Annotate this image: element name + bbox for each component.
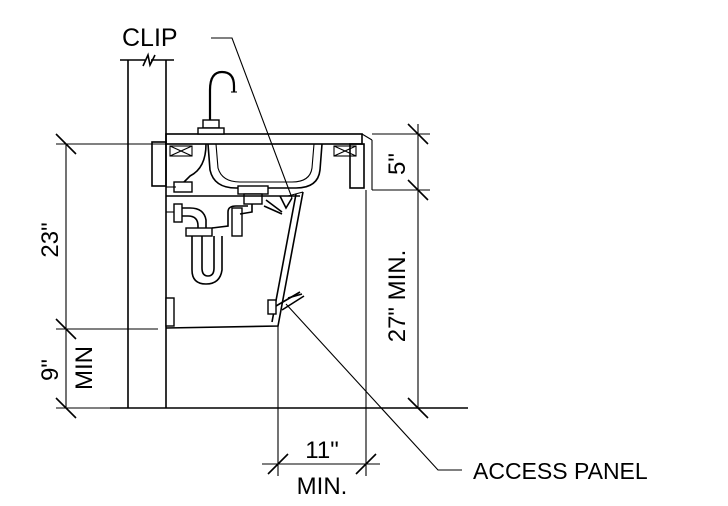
- access-panel-label: ACCESS PANEL: [473, 458, 648, 484]
- dimension-9-min: 9" MIN: [37, 329, 128, 419]
- access-panel-leader: [285, 303, 462, 471]
- label-9: 9": [37, 359, 64, 381]
- faucet-icon: [197, 70, 237, 135]
- clip-leader: [211, 37, 293, 199]
- label-11: 11": [305, 437, 338, 464]
- access-panel-detail: [275, 291, 305, 311]
- dimension-23: 23": [37, 133, 166, 340]
- label-11-min: MIN.: [297, 473, 348, 500]
- clip-label: CLIP: [122, 24, 178, 52]
- label-9-min: MIN: [71, 346, 98, 390]
- clip-icon: [263, 195, 293, 215]
- countertop: [151, 133, 373, 190]
- label-27-min: 27" MIN.: [384, 250, 411, 343]
- supply-line: [166, 143, 207, 193]
- p-trap: [166, 203, 253, 285]
- sink-bowl: [207, 143, 323, 205]
- dimension-27-min: 27" MIN.: [384, 250, 429, 419]
- dimension-11-min: 11" MIN.: [262, 190, 380, 500]
- label-23: 23": [37, 222, 64, 257]
- label-5: 5": [384, 153, 411, 175]
- dimension-5: 5": [372, 123, 430, 408]
- wall: [120, 52, 174, 408]
